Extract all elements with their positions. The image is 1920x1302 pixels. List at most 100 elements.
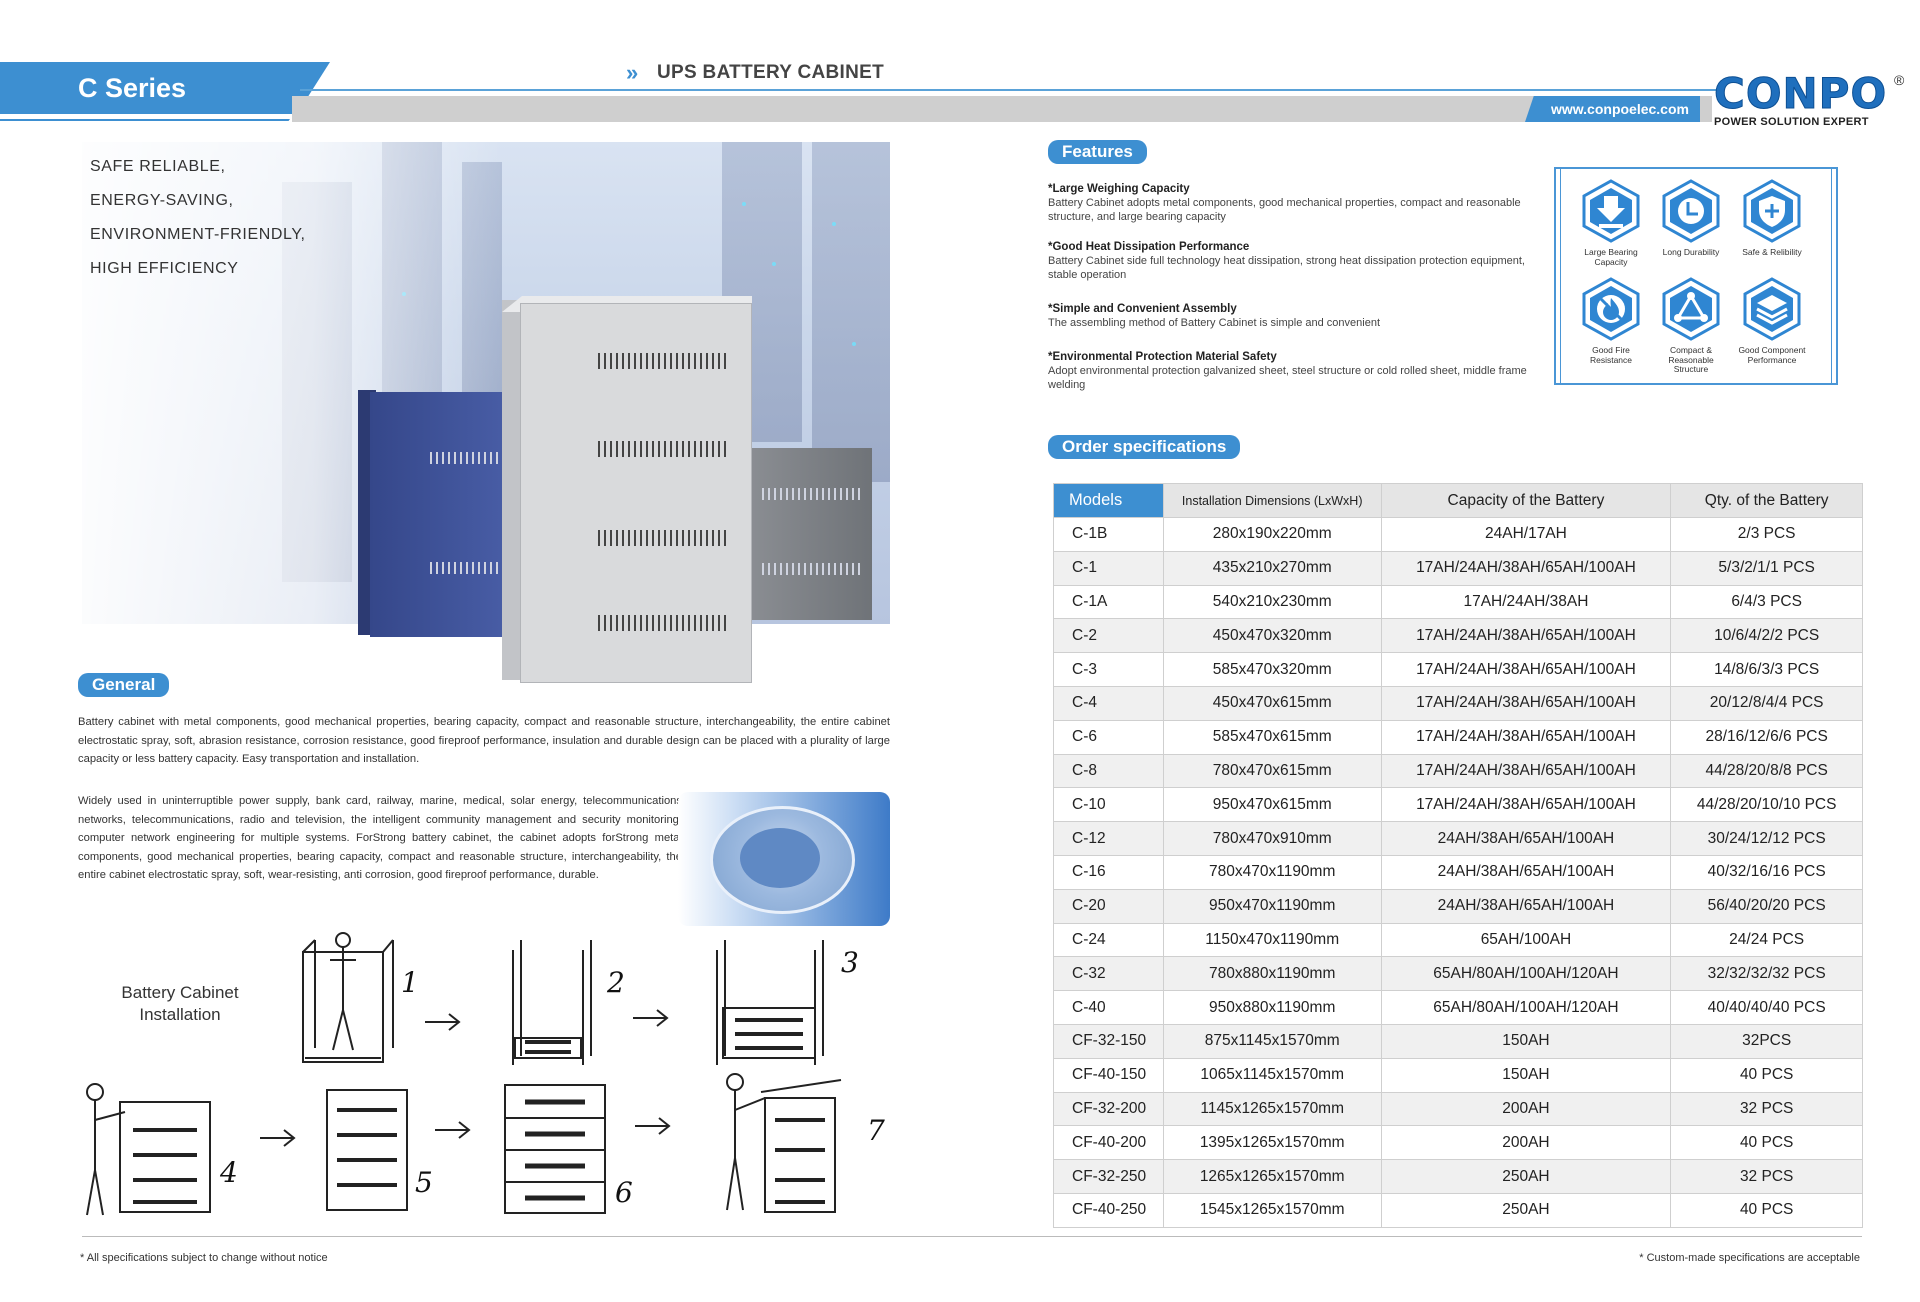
dimensions-cell: 1265x1265x1570mm <box>1162 1159 1382 1194</box>
dimensions-cell: 435x210x270mm <box>1162 550 1382 586</box>
capacity-cell: 17AH/24AH/38AH <box>1380 584 1672 620</box>
quantity-cell: 14/8/6/3/3 PCS <box>1670 652 1863 687</box>
capacity-cell: 17AH/24AH/38AH/65AH/100AH <box>1380 685 1672 721</box>
feature-icon-label: Large Bearing Capacity <box>1584 247 1638 267</box>
model-cell: C-40 <box>1053 990 1164 1025</box>
quantity-cell: 40/32/16/16 PCS <box>1670 854 1863 890</box>
capacity-cell: 65AH/80AH/100AH/120AH <box>1380 956 1672 992</box>
column-header: Models <box>1053 483 1164 518</box>
model-cell: C-24 <box>1053 922 1164 958</box>
model-cell: CF-32-200 <box>1053 1091 1164 1127</box>
dimensions-cell: 1395x1265x1570mm <box>1162 1125 1382 1161</box>
general-paragraph-2: Widely used in uninterruptible power sup… <box>78 795 682 882</box>
dimensions-cell: 780x470x615mm <box>1162 753 1382 789</box>
hero-line: SAFE RELIABLE, <box>90 158 226 175</box>
feature-item: *Large Weighing Capacity Battery Cabinet… <box>1048 182 1538 224</box>
header-rule <box>300 89 1720 91</box>
feature-icon-panel-inner <box>1560 167 1832 385</box>
dimensions-cell: 1150x470x1190mm <box>1162 922 1382 958</box>
capacity-cell: 200AH <box>1380 1091 1672 1127</box>
feature-icon-label: Good Fire Resistance <box>1589 345 1633 365</box>
feature-icon-cell: Large Bearing Capacity <box>1571 178 1651 267</box>
feature-title: *Large Weighing Capacity <box>1048 183 1190 195</box>
column-header: Installation Dimensions (LxWxH) <box>1162 483 1382 518</box>
quantity-cell: 44/28/20/8/8 PCS <box>1670 753 1863 789</box>
capacity-cell: 17AH/24AH/38AH/65AH/100AH <box>1380 719 1672 755</box>
step-3-illustration <box>716 940 824 1065</box>
step-number: 5 <box>415 1166 433 1199</box>
model-cell: CF-40-150 <box>1053 1057 1164 1093</box>
step-number: 3 <box>841 946 859 979</box>
capacity-cell: 24AH/38AH/65AH/100AH <box>1380 821 1672 856</box>
step-number: 1 <box>401 966 419 999</box>
feature-item: *Environmental Protection Material Safet… <box>1048 350 1538 392</box>
hero-line: ENERGY-SAVING, <box>90 192 234 209</box>
model-cell: C-32 <box>1053 956 1164 992</box>
triangle-nodes-icon <box>1662 277 1720 341</box>
step-5-illustration <box>326 1089 408 1211</box>
quantity-cell: 44/28/20/10/10 PCS <box>1670 787 1863 823</box>
model-cell: C-20 <box>1053 888 1164 924</box>
model-cell: C-1B <box>1053 517 1164 552</box>
model-cell: C-8 <box>1053 753 1164 789</box>
dimensions-cell: 280x190x220mm <box>1162 517 1382 552</box>
model-cell: C-6 <box>1053 719 1164 755</box>
brand-logo: CONPO ® POWER SOLUTION EXPERT <box>1714 71 1905 132</box>
feature-icon-cell: Compact & Reasonable Structure <box>1651 276 1731 375</box>
quantity-cell: 40 PCS <box>1670 1125 1863 1161</box>
dimensions-cell: 1545x1265x1570mm <box>1162 1192 1382 1228</box>
weight-download-icon <box>1582 179 1640 243</box>
footer-note-left: * All specifications subject to change w… <box>80 1252 328 1264</box>
capacity-cell: 65AH/80AH/100AH/120AH <box>1380 990 1672 1025</box>
model-cell: CF-40-200 <box>1053 1125 1164 1161</box>
order-specifications-table: Models Installation Dimensions (LxWxH) C… <box>1053 483 1863 1228</box>
capacity-cell: 250AH <box>1380 1192 1672 1228</box>
quantity-cell: 40 PCS <box>1670 1192 1863 1228</box>
series-tab-underline <box>0 119 290 131</box>
capacity-cell: 150AH <box>1380 1057 1672 1093</box>
table-header-row: Models Installation Dimensions (LxWxH) C… <box>1053 483 1863 518</box>
hero-line: HIGH EFFICIENCY <box>90 260 239 277</box>
step-number: 2 <box>606 966 625 999</box>
model-cell: C-12 <box>1053 821 1164 856</box>
model-cell: CF-32-150 <box>1053 1023 1164 1059</box>
feature-icon-label: Compact & Reasonable Structure <box>1668 345 1714 374</box>
capacity-cell: 17AH/24AH/38AH/65AH/100AH <box>1380 550 1672 586</box>
dimensions-cell: 1145x1265x1570mm <box>1162 1091 1382 1127</box>
registered-mark: ® <box>1894 72 1905 88</box>
capacity-cell: 250AH <box>1380 1159 1672 1194</box>
model-cell: C-16 <box>1053 854 1164 890</box>
logo-tagline: POWER SOLUTION EXPERT <box>1714 116 1869 128</box>
feature-description: The assembling method of Battery Cabinet… <box>1048 317 1381 329</box>
quantity-cell: 32 PCS <box>1670 1091 1863 1127</box>
blue-cabinet <box>370 392 520 637</box>
cabinet-vent <box>598 441 728 457</box>
capacity-cell: 24AH/17AH <box>1380 517 1672 552</box>
header-grey-bar <box>292 96 1712 122</box>
dimensions-cell: 450x470x320mm <box>1162 618 1382 654</box>
quantity-cell: 10/6/4/2/2 PCS <box>1670 618 1863 654</box>
dimensions-cell: 450x470x615mm <box>1162 685 1382 721</box>
website-link[interactable]: www.conpoelec.com <box>1551 101 1689 117</box>
features-heading: Features <box>1048 140 1147 164</box>
general-heading: General <box>78 673 170 697</box>
feature-title: *Simple and Convenient Assembly <box>1048 303 1237 315</box>
feature-icon-cell: Long Durability <box>1651 178 1731 258</box>
hero-tagline: SAFE RELIABLE, ENERGY-SAVING, ENVIRONMEN… <box>90 150 306 286</box>
feature-icon-panel <box>1554 167 1838 385</box>
layers-icon <box>1743 277 1801 341</box>
footer-note-right: * Custom-made specifications are accepta… <box>1639 1252 1860 1264</box>
quantity-cell: 32 PCS <box>1670 1159 1863 1194</box>
capacity-cell: 17AH/24AH/38AH/65AH/100AH <box>1380 787 1672 823</box>
page-title: UPS BATTERY CABINET <box>657 62 885 83</box>
cabinet-vent <box>598 353 728 369</box>
quantity-cell: 20/12/8/4/4 PCS <box>1670 685 1863 721</box>
